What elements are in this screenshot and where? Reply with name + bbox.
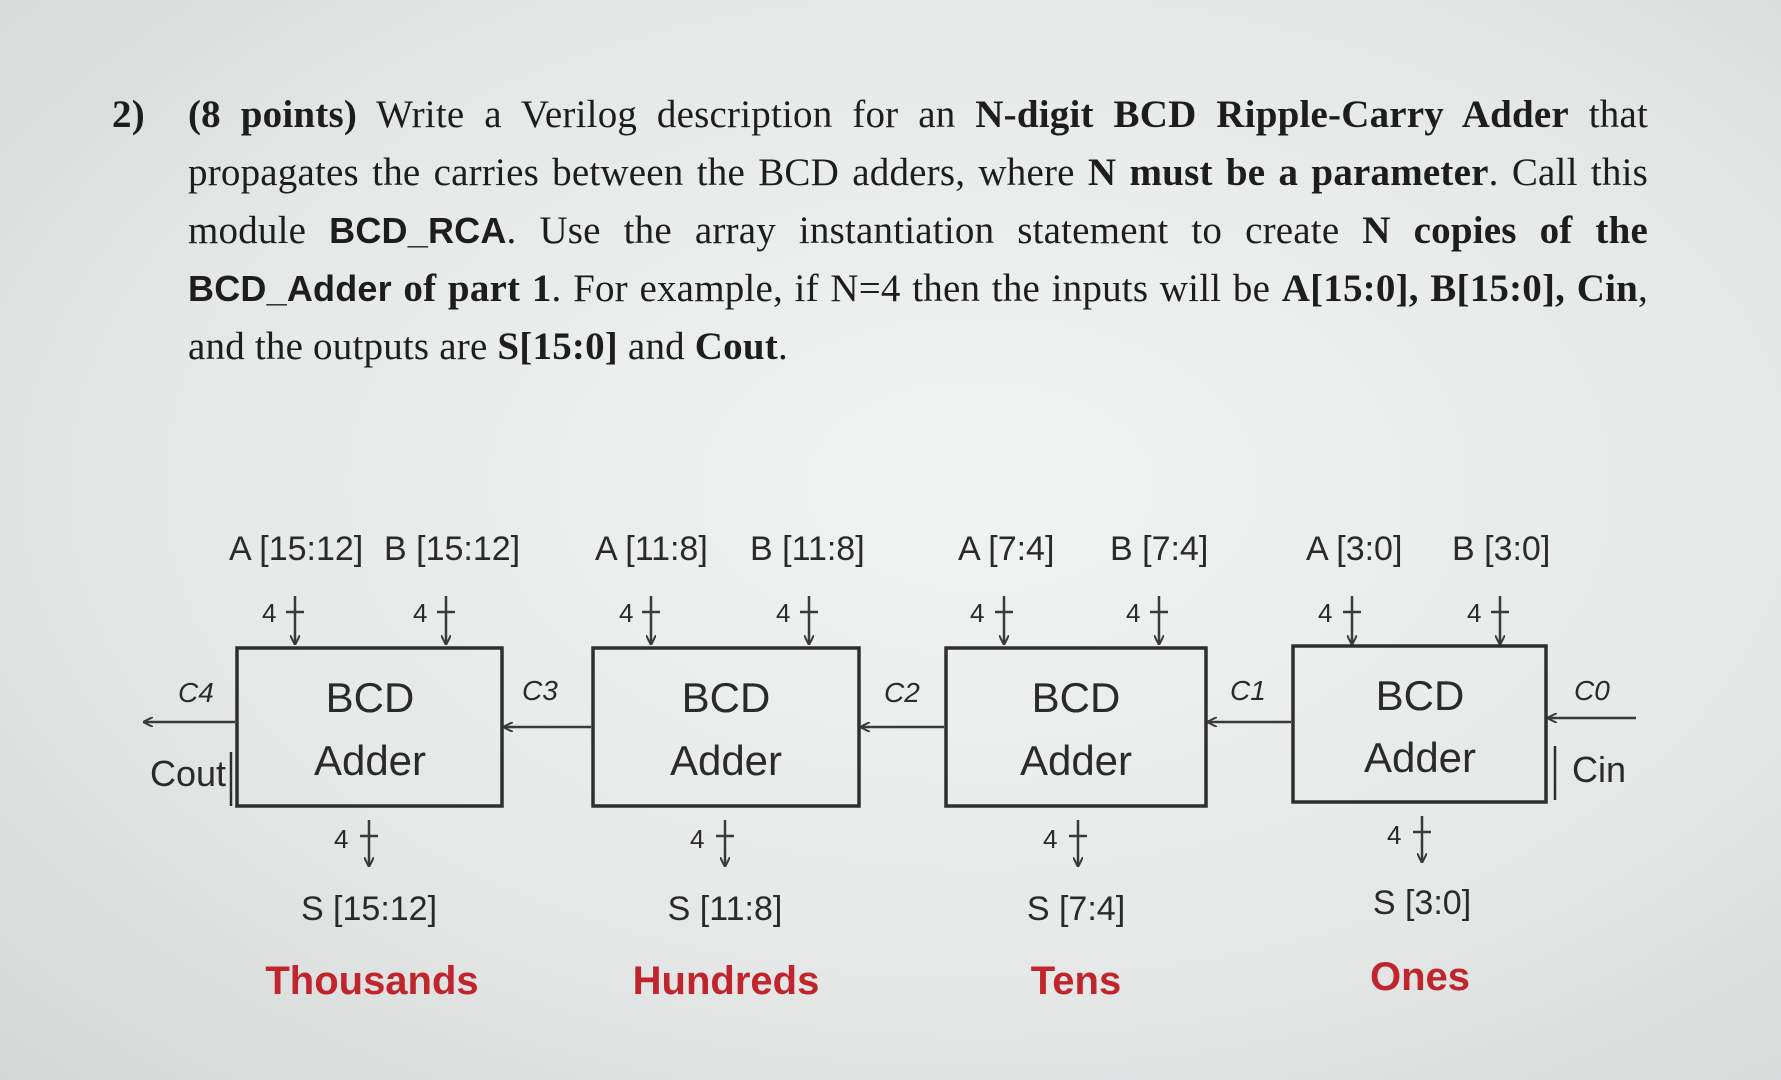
carry-label-c2: C2 xyxy=(884,677,920,708)
bcd-adder-ones: A [3:0] B [3:0] 4 4 BCD Adder 4 S [3:0] … xyxy=(1291,530,1550,999)
input-a-label: A [3:0] xyxy=(1306,530,1402,568)
input-b-label: B [11:8] xyxy=(750,530,865,568)
text-run-bold: of part 1 xyxy=(391,267,552,310)
adder-box xyxy=(1291,644,1548,804)
adder-subtitle: Adder xyxy=(670,737,782,784)
adder-title: BCD xyxy=(1376,672,1465,719)
bus-width-label: 4 xyxy=(334,824,348,854)
text-run-bold: Cout xyxy=(694,325,778,368)
cout-label: Cout xyxy=(150,753,226,794)
bus-width-label: 4 xyxy=(1318,598,1332,628)
bus-width-label: 4 xyxy=(690,824,704,854)
bus-width-label: 4 xyxy=(1043,824,1057,854)
bcd-adder-thousands: A [15:12] B [15:12] 4 4 BCD Adder 4 S [1… xyxy=(229,530,520,1003)
bus-width-label: 4 xyxy=(1467,598,1481,628)
input-b-label: B [15:12] xyxy=(384,530,520,568)
text-run: , and the outputs are xyxy=(188,267,1648,368)
adder-box xyxy=(235,646,504,808)
output-s-label: S [11:8] xyxy=(668,890,783,928)
bus-width-label: 4 xyxy=(776,598,790,628)
bus-width-label: 4 xyxy=(1387,820,1401,850)
bus-width-label: 4 xyxy=(970,598,984,628)
bus-width-label: 4 xyxy=(619,598,633,628)
bcd-adder-tens: A [7:4] B [7:4] 4 4 BCD Adder 4 S [7:4] … xyxy=(944,530,1208,1003)
adder-title: BCD xyxy=(326,674,415,721)
cin-label: Cin xyxy=(1572,749,1626,790)
output-s-label: S [7:4] xyxy=(1027,890,1125,928)
text-run: . xyxy=(777,325,788,368)
adder-subtitle: Adder xyxy=(1020,737,1132,784)
bus-width-label: 4 xyxy=(262,598,276,628)
text-run: . For example, if N=4 then the inputs wi… xyxy=(551,267,1282,310)
input-a-label: A [15:12] xyxy=(229,530,363,568)
submodule-name: BCD_Adder xyxy=(188,268,392,309)
place-label: Thousands xyxy=(265,959,478,1003)
bus-width-label: 4 xyxy=(1126,598,1140,628)
place-label: Ones xyxy=(1370,955,1470,999)
question-text: 2) (8 points) Write a Verilog descriptio… xyxy=(112,86,1672,376)
text-run: . Use the array instantiation statement … xyxy=(506,209,1363,252)
adder-box xyxy=(591,646,861,808)
adder-title: BCD xyxy=(682,674,771,721)
adder-subtitle: Adder xyxy=(314,737,426,784)
carry-label-c3: C3 xyxy=(522,675,558,706)
place-label: Tens xyxy=(1031,959,1121,1003)
text-run-bold: N-digit BCD Ripple-Carry Adder xyxy=(975,93,1569,136)
text-run: that propagates the carries between the … xyxy=(188,93,1649,194)
adder-subtitle: Adder xyxy=(1364,734,1476,781)
question-number: 2) xyxy=(112,93,145,136)
carry-label-c4: C4 xyxy=(178,677,214,708)
output-s-label: S [15:12] xyxy=(301,890,437,928)
input-b-label: B [7:4] xyxy=(1110,530,1208,568)
input-a-label: A [11:8] xyxy=(595,530,708,568)
place-label: Hundreds xyxy=(633,959,820,1003)
output-s-label: S [3:0] xyxy=(1373,884,1471,922)
bcd-adder-hundreds: A [11:8] B [11:8] 4 4 BCD Adder 4 S [11:… xyxy=(591,530,865,1003)
input-b-label: B [3:0] xyxy=(1452,530,1550,568)
carry-label-c0: C0 xyxy=(1574,675,1610,706)
text-run-bold: N must be a parameter xyxy=(1087,151,1489,194)
module-name: BCD_RCA xyxy=(329,210,507,251)
text-run-bold: A[15:0], B[15:0], Cin xyxy=(1281,267,1639,310)
text-run-bold: S[15:0] xyxy=(497,325,618,368)
text-run: and xyxy=(617,325,695,368)
text-run-bold: N copies of the xyxy=(1362,209,1648,252)
question-body: (8 points) Write a Verilog description f… xyxy=(188,86,1648,376)
bus-width-label: 4 xyxy=(413,598,427,628)
adder-box xyxy=(944,646,1208,808)
adder-title: BCD xyxy=(1032,674,1121,721)
points-label: (8 points) xyxy=(188,93,358,136)
text-run: Write a Verilog description for an xyxy=(357,93,976,136)
text-run: . Call this module xyxy=(188,151,1648,252)
input-a-label: A [7:4] xyxy=(958,530,1054,568)
carry-label-c1: C1 xyxy=(1230,675,1266,706)
